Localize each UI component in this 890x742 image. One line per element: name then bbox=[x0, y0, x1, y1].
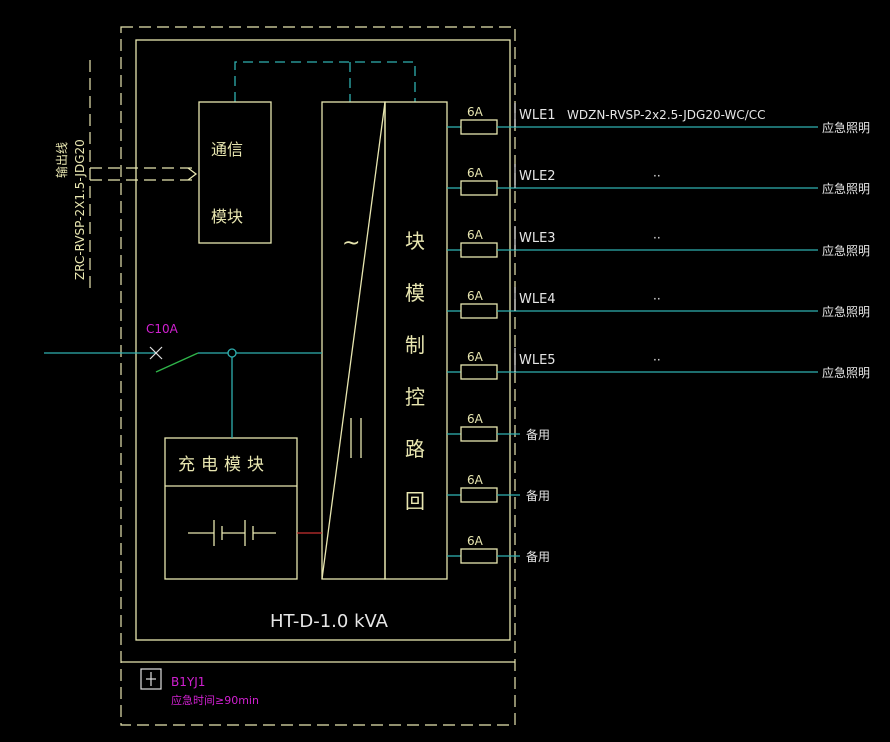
loop-control-module bbox=[384, 101, 448, 580]
load-label: 应急照明 bbox=[822, 365, 870, 380]
comm-cable: ZRC-RVSP-2X1.5-JDG20 输出线 bbox=[54, 60, 198, 290]
fuse bbox=[460, 548, 498, 564]
output-circuit: 6A 备用 bbox=[447, 473, 550, 503]
inverter-diagonal bbox=[321, 101, 386, 580]
cable-spec: ·· bbox=[653, 231, 661, 245]
junction-node bbox=[227, 348, 237, 358]
comm-module-label-2: 模块 bbox=[211, 207, 243, 226]
output-circuit: 6A WLE1 WDZN-RVSP-2x2.5-JDG20-WC/CC 应急照明 bbox=[447, 103, 870, 135]
loop-control-char: 回 bbox=[405, 489, 425, 513]
breaker-switch bbox=[155, 352, 199, 373]
output-circuit: 6A WLE2 ·· 应急照明 bbox=[447, 164, 870, 196]
distribution-box-symbol-icon bbox=[140, 668, 162, 690]
cable-spec: ·· bbox=[653, 169, 661, 183]
dc-symbol bbox=[350, 418, 362, 458]
loop-control-char: 路 bbox=[405, 437, 425, 461]
emergency-duration: 应急时间≥90min bbox=[171, 693, 259, 707]
output-circuit: 6A WLE5 ·· 应急照明 bbox=[447, 348, 870, 380]
fuse-rating: 6A bbox=[467, 350, 484, 364]
fuse-rating: 6A bbox=[467, 412, 484, 426]
charge-module-label: 充电模块 bbox=[178, 455, 270, 475]
ac-symbol: ~ bbox=[342, 231, 360, 256]
fuse bbox=[460, 487, 498, 503]
output-circuit: 6A WLE3 ·· 应急照明 bbox=[447, 226, 870, 258]
charge-module bbox=[164, 437, 298, 580]
outer-enclosure bbox=[120, 26, 516, 726]
fuse-rating: 6A bbox=[467, 289, 484, 303]
circuit-id: WLE5 bbox=[519, 353, 556, 368]
loop-control-char: 制 bbox=[405, 333, 425, 357]
comm-module bbox=[198, 101, 272, 244]
load-label: 应急照明 bbox=[822, 304, 870, 319]
incoming-supply bbox=[44, 346, 322, 438]
cable-spec: ·· bbox=[653, 292, 661, 306]
circuit-id: WLE2 bbox=[519, 169, 556, 184]
circuit-id: WLE4 bbox=[519, 292, 556, 307]
loop-control-char: 模 bbox=[405, 281, 425, 305]
spare-label: 备用 bbox=[526, 428, 550, 442]
output-circuit: 6A WLE4 ·· 应急照明 bbox=[447, 287, 870, 319]
fuse bbox=[460, 180, 498, 196]
battery-symbol bbox=[188, 520, 276, 546]
cable-spec: ·· bbox=[653, 353, 661, 367]
model-label: HT-D-1.0 kVA bbox=[270, 611, 389, 632]
comm-bus bbox=[234, 61, 416, 102]
load-label: 应急照明 bbox=[822, 181, 870, 196]
loop-control-char: 块 bbox=[405, 229, 425, 253]
breaker-label: C10A bbox=[146, 322, 179, 336]
load-label: 应急照明 bbox=[822, 120, 870, 135]
fuse bbox=[460, 303, 498, 319]
spare-label: 备用 bbox=[526, 550, 550, 564]
comm-cable-label: ZRC-RVSP-2X1.5-JDG20 bbox=[73, 139, 87, 280]
fuse-rating: 6A bbox=[467, 473, 484, 487]
output-circuit: 6A 备用 bbox=[447, 412, 550, 442]
cable-spec: WDZN-RVSP-2x2.5-JDG20-WC/CC bbox=[567, 108, 766, 122]
fuse-rating: 6A bbox=[467, 228, 484, 242]
circuit-id: WLE1 bbox=[519, 108, 556, 123]
output-circuit: 6A 备用 bbox=[447, 534, 550, 564]
fuse bbox=[460, 119, 498, 135]
load-label: 应急照明 bbox=[822, 243, 870, 258]
fuse-rating: 6A bbox=[467, 105, 484, 119]
box-id: B1YJ1 bbox=[171, 675, 205, 689]
output-circuits: 6A WLE1 WDZN-RVSP-2x2.5-JDG20-WC/CC 应急照明 6A W… bbox=[447, 103, 870, 564]
spare-label: 备用 bbox=[526, 489, 550, 503]
comm-cable-tag: 输出线 bbox=[54, 142, 69, 178]
fuse-rating: 6A bbox=[467, 166, 484, 180]
loop-control-char: 控 bbox=[405, 385, 425, 409]
fuse bbox=[460, 426, 498, 442]
fuse-rating: 6A bbox=[467, 534, 484, 548]
circuit-id: WLE3 bbox=[519, 231, 556, 246]
inner-panel bbox=[135, 39, 511, 641]
comm-module-label-1: 通信 bbox=[211, 140, 243, 159]
fuse bbox=[460, 364, 498, 380]
fuse bbox=[460, 242, 498, 258]
